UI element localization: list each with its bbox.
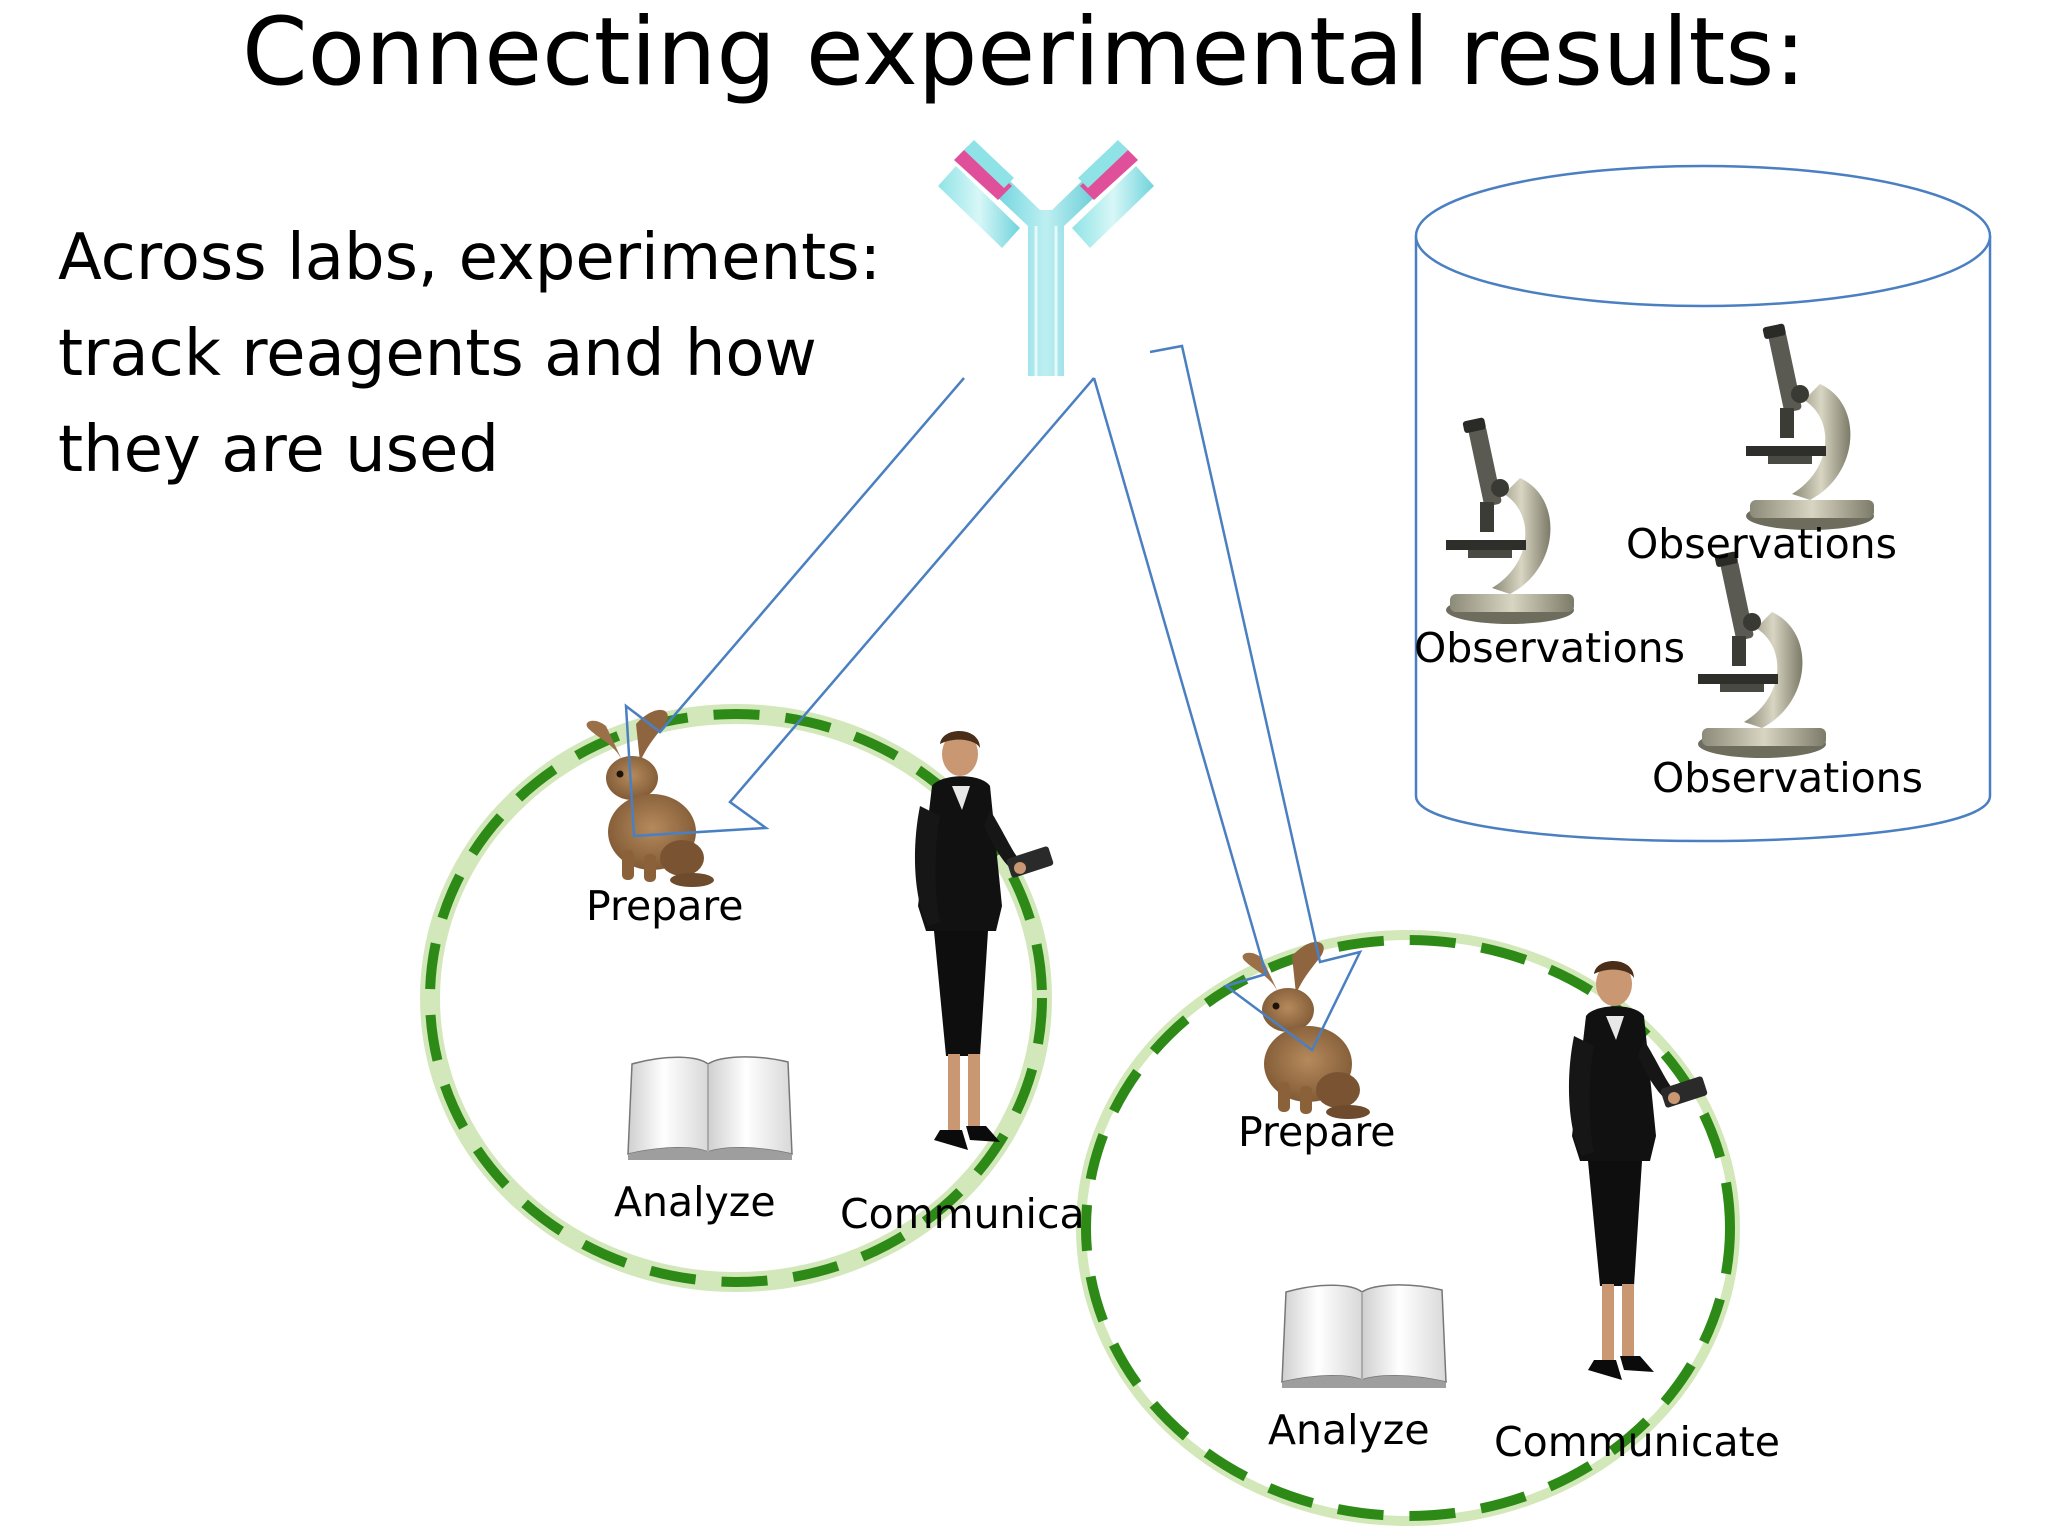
prepare-label: Prepare [1238,1108,1396,1156]
notebook-icon [1281,1283,1447,1389]
antibody-icon [938,140,1154,376]
communicate-label: Communica [840,1194,1085,1235]
subtitle-line: track reagents and how [58,317,817,391]
prepare-label: Prepare [586,882,744,930]
reagent-arrow [624,377,1095,838]
reagent-arrow [1092,344,1363,1052]
analyze-label: Analyze [614,1178,776,1226]
observations-label: Observations [1626,520,1898,568]
notebook-icon [627,1055,793,1161]
lab-circle [420,704,1052,1292]
database-cylinder [1414,164,1992,843]
observations-label: Observations [1414,624,1686,672]
communicate-label: Communicate [1494,1418,1780,1466]
observations-label: Observations [1652,754,1924,802]
page-title: Connecting experimental results: [242,0,1806,107]
subtitle-line: they are used [58,413,499,487]
subtitle: Across labs, experiments: track reagents… [58,210,938,498]
analyze-label: Analyze [1268,1406,1430,1454]
subtitle-line: Across labs, experiments: [58,221,882,295]
rabbit-icon [586,709,714,887]
